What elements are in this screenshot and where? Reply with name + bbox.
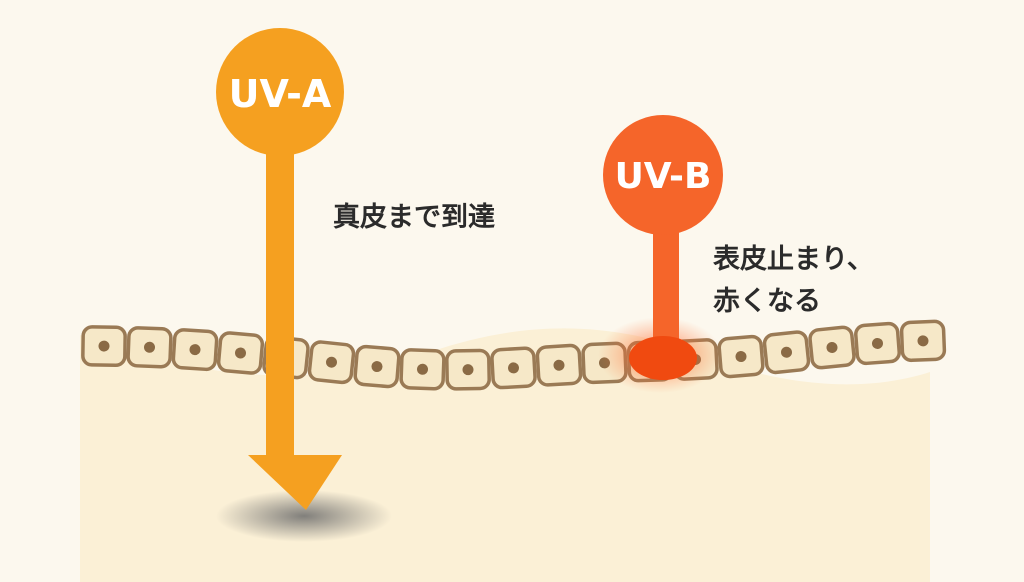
epidermis-cell: [717, 334, 765, 379]
cell-nucleus: [462, 364, 474, 376]
epidermis-cell: [126, 326, 173, 369]
uva-badge-circle: [216, 28, 344, 156]
cell-nucleus: [144, 341, 155, 353]
uva-arrow: [216, 28, 344, 510]
cell-nucleus: [326, 356, 337, 368]
epidermis-cell: [81, 325, 127, 368]
cell-nucleus: [781, 346, 792, 358]
cell-nucleus: [917, 335, 929, 347]
uvb-caption-line2: 赤くなる: [713, 286, 821, 317]
cell-nucleus: [98, 340, 110, 352]
uvb-marker: [603, 115, 723, 380]
uva-caption: 真皮まで到達: [333, 202, 495, 233]
uvb-burn-spot: [629, 336, 697, 380]
uva-absorption-shadow: [216, 490, 392, 542]
uvb-badge-circle: [603, 115, 723, 235]
epidermis-cell: [808, 325, 856, 370]
epidermis-cell: [490, 346, 537, 390]
epidermis-cell: [535, 343, 583, 387]
cell-nucleus: [235, 347, 246, 359]
cell-nucleus: [872, 337, 883, 349]
epidermis-cell: [216, 331, 265, 375]
epidermis-cell: [445, 348, 491, 391]
epidermis-cell: [171, 328, 219, 372]
uvb-badge-label: UV-B: [614, 156, 712, 197]
epidermis-cell: [762, 330, 811, 375]
cell-nucleus: [417, 363, 428, 375]
cell-nucleus: [826, 342, 838, 354]
cell-nucleus: [508, 362, 519, 374]
uva-arrow-head: [248, 455, 342, 510]
epidermis-cell: [307, 340, 356, 385]
cell-nucleus: [735, 351, 747, 363]
cell-nucleus: [371, 361, 383, 373]
cell-nucleus: [189, 344, 201, 356]
uvb-caption-line1: 表皮止まり、: [713, 244, 874, 275]
epidermis-cell: [399, 348, 446, 391]
epidermis-cell: [854, 321, 901, 366]
cell-nucleus: [553, 359, 565, 371]
uva-arrow-shaft: [266, 130, 294, 465]
uva-badge-label: UV-A: [228, 72, 332, 116]
epidermis-cell: [899, 319, 947, 363]
epidermis-cell: [353, 344, 401, 389]
